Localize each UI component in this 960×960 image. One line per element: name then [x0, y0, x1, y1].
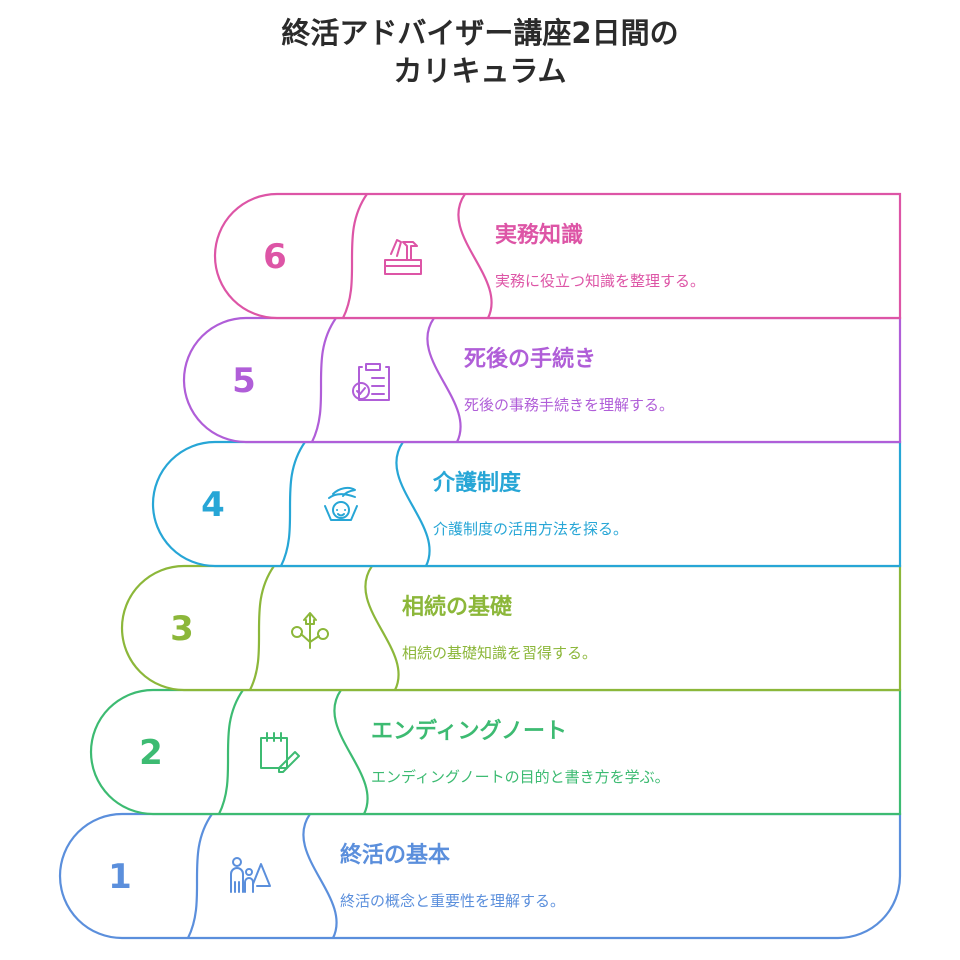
step-connector [342, 193, 493, 319]
step-card [58, 812, 902, 940]
step-title: 死後の手続き [464, 346, 596, 372]
step-description: 介護制度の活用方法を探る。 [433, 520, 628, 538]
step-number: 1 [108, 857, 132, 897]
care-hand-icon [324, 486, 358, 521]
step-number: 4 [201, 485, 225, 525]
step-title: 相続の基礎 [402, 594, 513, 620]
step-connector [249, 565, 400, 691]
step-card [120, 564, 902, 692]
step-number: 6 [263, 237, 287, 277]
step-connector [187, 813, 338, 939]
step-card [89, 688, 902, 816]
toolbox-icon [384, 239, 422, 275]
family-nature-icon [230, 857, 271, 893]
step-card [182, 316, 902, 444]
step-description: 終活の概念と重要性を理解する。 [340, 892, 565, 910]
step-number: 2 [139, 733, 163, 773]
step-number: 3 [170, 609, 194, 649]
step-card [151, 440, 902, 568]
growth-tree-icon [291, 612, 329, 649]
step-title: 実務知識 [495, 222, 583, 248]
step-connector [218, 689, 369, 815]
step-description: 相続の基礎知識を習得する。 [402, 644, 597, 662]
step-connector [311, 317, 462, 443]
page-title: 終活アドバイザー講座2日間の カリキュラム [0, 14, 960, 90]
step-card [213, 192, 902, 320]
step-number: 5 [232, 361, 256, 401]
step-title: 介護制度 [432, 470, 522, 496]
step-description: 実務に役立つ知識を整理する。 [495, 272, 705, 290]
step-title: 終活の基本 [340, 842, 450, 868]
notebook-pen-icon [260, 732, 300, 773]
page-title-line2: カリキュラム [393, 54, 567, 88]
clipboard-check-icon [352, 363, 390, 401]
step-title: エンディングノート [371, 718, 567, 744]
step-description: 死後の事務手続きを理解する。 [464, 396, 674, 414]
step-connector [280, 441, 431, 567]
page-title-line1: 終活アドバイザー講座2日間の [281, 16, 679, 50]
step-description: エンディングノートの目的と書き方を学ぶ。 [371, 768, 670, 786]
